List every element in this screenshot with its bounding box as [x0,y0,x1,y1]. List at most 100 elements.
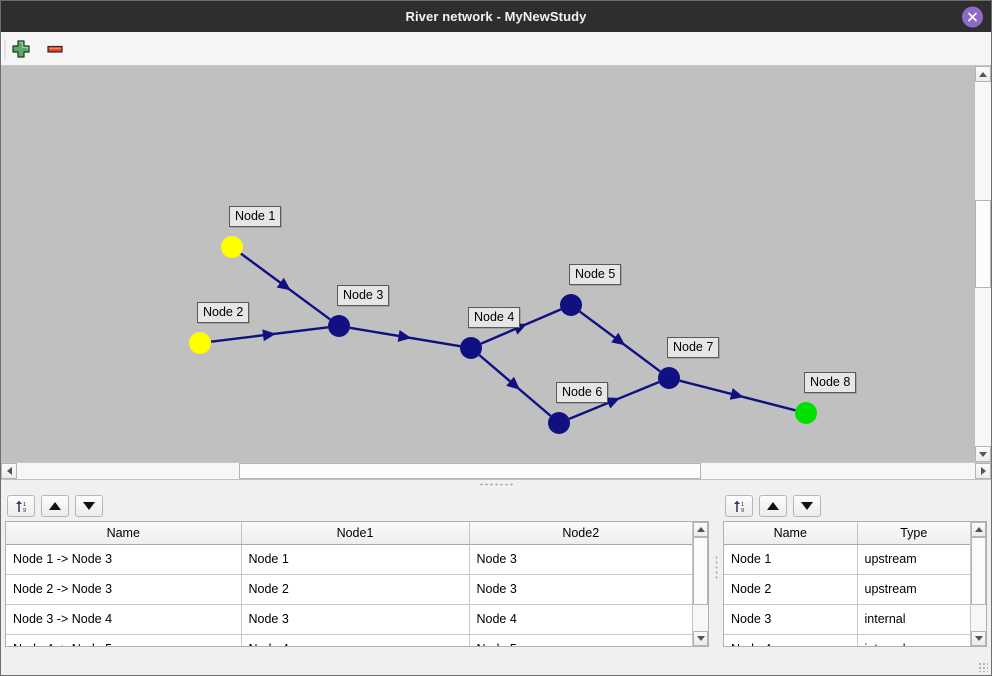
table-cell[interactable]: Node 1 [724,544,858,575]
triangle-up-icon [49,502,61,510]
nodes-table-scrollbar[interactable] [970,522,986,646]
table-cell[interactable]: Node 4 [241,634,470,646]
edge-arrowhead [729,388,744,400]
edge-arrowhead [605,397,621,409]
table-cell[interactable]: Node 5 [469,634,692,646]
nodes-scroll-down-button[interactable] [971,631,986,646]
edge-arrowhead [506,376,520,390]
graph-node-label[interactable]: Node 4 [468,307,521,328]
table-cell[interactable]: upstream [857,574,970,605]
svg-text:9: 9 [23,508,26,514]
table-cell[interactable]: Node 3 [469,574,692,605]
red-minus-icon[interactable] [45,39,65,59]
table-cell[interactable]: internal [857,604,970,635]
table-cell[interactable]: Node 4 [469,604,692,635]
table-cell[interactable]: Node 3 [241,604,470,635]
graph-node[interactable] [560,294,582,316]
panes-splitter-grip [714,555,718,581]
table-cell[interactable]: Node 2 -> Node 3 [6,574,242,605]
column-header[interactable]: Name [724,522,858,545]
graph-node-label[interactable]: Node 3 [337,285,390,306]
scroll-down-button[interactable] [975,446,991,462]
table-cell[interactable]: Node 2 [241,574,470,605]
table-cell[interactable]: Node 3 [469,544,692,575]
window-resize-grip[interactable] [978,662,988,672]
graph-node-label[interactable]: Node 6 [556,382,609,403]
sort-arrow-icon: 1 9 [733,500,744,514]
table-cell[interactable]: Node 1 [241,544,470,575]
column-header[interactable]: Type [857,522,970,545]
canvas-vscroll-thumb[interactable] [975,200,991,288]
graph-node[interactable] [189,332,211,354]
nodes-scroll-track[interactable] [971,537,986,631]
nodes-sort-button[interactable]: 1 9 [725,495,753,517]
table-cell[interactable]: Node 1 -> Node 3 [6,544,242,575]
column-header[interactable]: Name [6,522,242,545]
table-cell[interactable]: Node 3 [724,604,858,635]
reaches-table-scrollbar[interactable] [692,522,708,646]
table-cell[interactable]: internal [857,634,970,646]
table-cell[interactable]: Node 4 -> Node 5 [6,634,242,646]
table-cell[interactable]: Node 3 -> Node 4 [6,604,242,635]
canvas-hscroll-track[interactable] [17,463,975,479]
close-window-button[interactable] [962,6,983,27]
graph-node[interactable] [548,412,570,434]
table-cell[interactable]: upstream [857,544,970,575]
graph-node-label[interactable]: Node 8 [804,372,857,393]
graph-node[interactable] [460,337,482,359]
reaches-move-down-button[interactable] [75,495,103,517]
scroll-right-button[interactable] [975,463,991,479]
scroll-up-button[interactable] [975,66,991,82]
reaches-scroll-thumb[interactable] [693,537,708,605]
nodes-move-up-button[interactable] [759,495,787,517]
network-graph-canvas[interactable]: Node 1 Node 2 Node 3 Node 4 Node 5 Node 6 Node… [1,66,974,462]
scroll-left-button[interactable] [1,463,17,479]
canvas-vertical-scrollbar[interactable] [974,66,991,462]
nodes-scroll-up-button[interactable] [971,522,986,537]
triangle-left-icon [6,467,12,475]
triangle-right-icon [980,467,986,475]
graph-node-label[interactable]: Node 5 [569,264,622,285]
table-cell[interactable]: Node 4 [724,634,858,646]
graph-node[interactable] [795,402,817,424]
graph-node-label[interactable]: Node 1 [229,206,282,227]
canvas-vscroll-track[interactable] [975,82,991,446]
green-plus-icon[interactable] [11,39,31,59]
column-header[interactable]: Node2 [469,522,692,545]
reaches-move-up-button[interactable] [41,495,69,517]
reaches-scroll-up-button[interactable] [693,522,708,537]
graph-node-label[interactable]: Node 7 [667,337,720,358]
svg-text:9: 9 [741,508,744,514]
table-row[interactable]: Node 4internal [724,634,970,646]
triangle-up-icon [696,527,705,532]
canvas-horizontal-scrollbar[interactable] [1,462,991,479]
nodes-scroll-thumb[interactable] [971,537,986,605]
reaches-sort-button[interactable]: 1 9 [7,495,35,517]
reaches-scroll-down-button[interactable] [693,631,708,646]
panes-vertical-splitter[interactable] [713,489,719,647]
reaches-scroll-track[interactable] [693,537,708,631]
graph-node[interactable] [658,367,680,389]
canvas-hscroll-thumb[interactable] [239,463,701,479]
graph-node[interactable] [221,236,243,258]
nodes-move-down-button[interactable] [793,495,821,517]
close-icon [968,12,977,21]
graph-node[interactable] [328,315,350,337]
graph-node-label[interactable]: Node 2 [197,302,250,323]
horizontal-splitter[interactable] [1,479,991,489]
network-canvas-area: Node 1 Node 2 Node 3 Node 4 Node 5 Node 6 Node… [1,66,991,462]
column-header[interactable]: Node1 [241,522,470,545]
table-cell[interactable]: Node 2 [724,574,858,605]
